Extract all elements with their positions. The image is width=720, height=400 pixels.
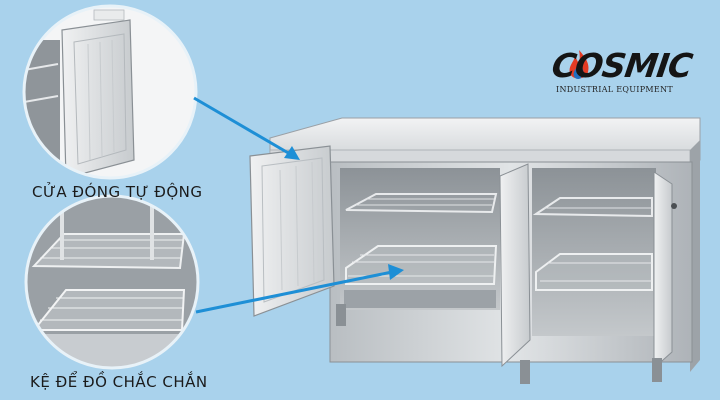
arrow-icon [193, 96, 404, 314]
logo-tagline: INDUSTRIAL EQUIPMENT [556, 85, 673, 94]
zoom-circle-door [22, 4, 198, 180]
flame-icon [569, 50, 589, 80]
cosmic-logo: COSMIC INDUSTRIAL EQUIPMENT [549, 46, 695, 106]
wire-shelf-upper [345, 193, 498, 214]
zoom-circle-shelf [24, 194, 200, 370]
refrigerator-counter [249, 117, 701, 384]
logo-wordmark: COSMIC [549, 46, 695, 85]
door-caption: CỬA ĐÓNG TỰ ĐỘNG [32, 183, 203, 201]
shelf-caption: KỆ ĐỂ ĐỒ CHẮC CHẮN [30, 373, 208, 391]
